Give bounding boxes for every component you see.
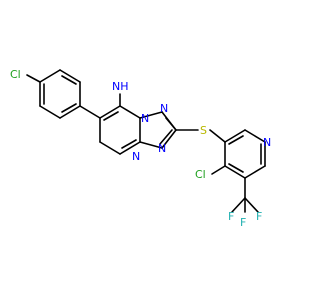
atom-label-cl2: Cl xyxy=(195,168,206,181)
atom-label-cl1: Cl xyxy=(10,68,21,81)
atom-label-n-mid: N xyxy=(158,142,166,155)
atom-label-n-top: N xyxy=(160,102,168,115)
molecule-structure: Cl NH N N N N S N Cl F F F xyxy=(10,68,271,229)
atom-label-n-bridge: N xyxy=(141,112,149,125)
cl-aryl-bond xyxy=(26,74,41,83)
atom-label-n-pyr: N xyxy=(132,150,140,163)
atom-label-f3: F xyxy=(256,210,262,223)
s-pyridine-bond xyxy=(209,129,226,143)
atom-labels: Cl NH N N N N S N Cl F F F xyxy=(10,68,271,229)
pyrimidine-ring xyxy=(99,105,141,155)
triazole-ring xyxy=(139,111,177,149)
atom-label-f1: F xyxy=(228,210,234,223)
cl-pyridine-bond xyxy=(211,165,226,175)
atom-label-n-py: N xyxy=(263,136,271,149)
pyridine-ring xyxy=(224,129,266,179)
atom-label-nh: NH xyxy=(112,80,129,93)
chlorophenyl-ring xyxy=(39,69,81,119)
atom-label-f2: F xyxy=(240,216,246,229)
atom-label-s: S xyxy=(200,124,207,137)
cf-bond-3 xyxy=(244,197,259,213)
cf-bond-2 xyxy=(231,197,246,213)
aryl-pyrimidine-bond xyxy=(79,105,101,119)
